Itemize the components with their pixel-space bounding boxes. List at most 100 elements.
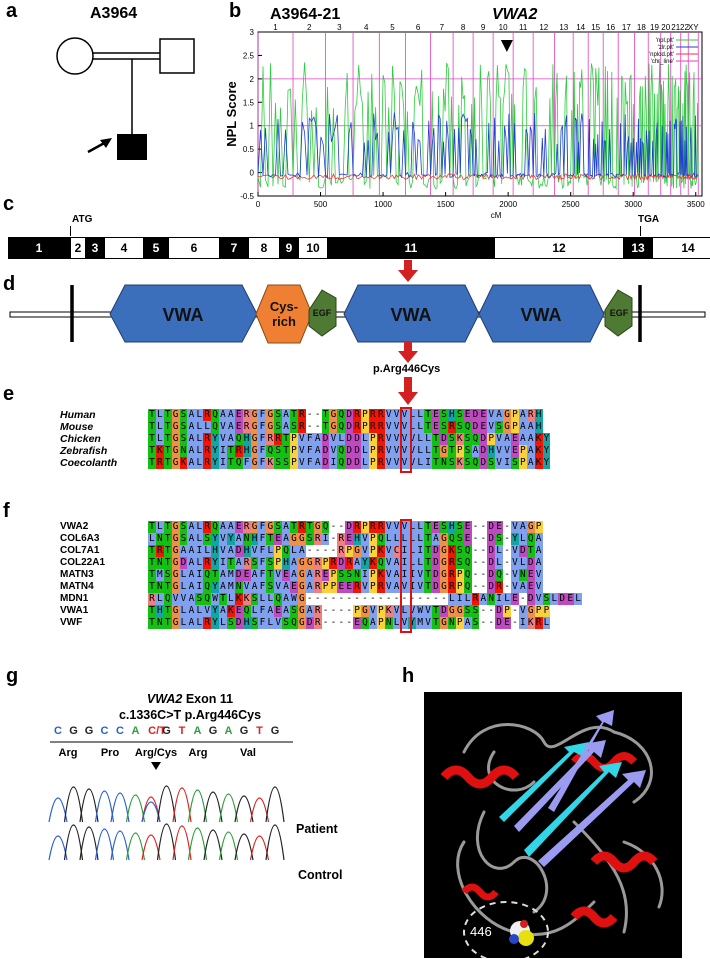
exon-14: 14 [652,237,710,259]
base-10: G [209,725,218,737]
linkage-family: A3964-21 [270,6,341,23]
sanger-mutation: c.1336C>T p.Arg446Cys [118,708,262,722]
chr-label-20: 20 [661,24,670,32]
chr-label-7: 7 [440,24,445,32]
control-trace-peak-2 [79,826,99,861]
chr-label-2: 2 [307,24,312,32]
control-trace-peak-7 [156,823,177,861]
base-3: C [101,725,109,737]
patient-trace-peak-9 [187,789,208,823]
patient-trace-peak-7 [156,785,177,823]
control-trace-peak-6 [141,834,161,861]
atg-tick [70,226,71,236]
chr-label-15: 15 [591,24,600,32]
x-axis-label: cM [491,211,502,220]
ytick-label-5: 0.5 [243,145,255,154]
vwa-domain-1-label: VWA [162,305,203,325]
strand-cyan-2 [524,762,622,857]
chr-label-XY: XY [688,24,699,32]
chr-label-18: 18 [637,24,646,32]
control-trace-peak-11 [218,831,239,861]
patient-trace-peak-4 [110,792,130,823]
patient-trace-peak-10 [203,791,223,823]
sanger-title: VWA2 Exon 11 [100,692,280,706]
control-trace [48,823,285,861]
codon-4: Val [240,747,256,759]
base-6: C/T [148,725,166,737]
protein-structure: 446 [424,692,682,958]
control-trace-peak-13 [249,835,270,861]
residue-atom-blue [509,934,519,944]
codon-3: Arg [189,747,208,759]
domain-red-arrow [398,341,418,363]
control-label: Control [298,868,343,882]
helix-1 [440,765,520,789]
panel-label-d: d [3,273,16,295]
base-11: A [225,725,233,737]
domain-diagram: VWA Cys- rich EGF VWA VWA EGF [9,284,706,344]
panel-label-a: a [6,0,18,22]
exon-5: 5 [144,237,168,259]
paralog-name-2: COL7A1 [60,545,100,556]
proband-symbol [117,134,147,160]
exon-8: 8 [248,237,280,259]
legend-label-1: 'zlr.plt' [658,45,674,51]
panel-label-c: c [3,193,15,215]
vwa-domain-2-label: VWA [390,305,431,325]
control-trace-peak-1 [63,824,84,861]
strands [499,710,646,867]
vwa-domain-3-label: VWA [520,305,561,325]
strand-cyan-1 [499,742,589,822]
paralog-name-7: VWA1 [60,605,89,616]
paralog-name-1: COL6A3 [60,533,100,544]
patient-trace-peak-14 [265,786,285,823]
mother-symbol [56,37,94,75]
chr-label-1: 1 [273,24,278,32]
chr-label-19: 19 [650,24,659,32]
paralog-name-0: VWA2 [60,521,89,532]
pedigree-title: A3964 [90,5,138,22]
mutation-label: p.Arg446Cys [373,363,441,375]
exon-2: 2 [70,237,86,259]
sanger-gene: VWA2 [146,692,183,706]
helix-4 [570,906,618,928]
patient-label: Patient [296,822,338,836]
egf-domain-2-label: EGF [610,308,629,318]
control-trace-peak-4 [110,830,130,861]
sanger-exon: Exon 11 [182,692,234,706]
y-axis-label: NPL Score [224,81,239,147]
coil-4 [512,855,549,914]
xtick-label-3: 1500 [437,200,455,209]
chr-label-5: 5 [390,24,395,32]
variant-arrowhead [151,762,161,770]
base-7: G [162,725,171,737]
patient-trace-peak-5 [125,794,146,823]
base-14: G [271,725,280,737]
linkage-gene: VWA2 [492,6,538,23]
control-trace-peak-0 [48,835,68,861]
patient-trace-peak-12 [234,795,254,823]
ytick-label-4: 1 [250,122,255,131]
chr-label-21: 21 [671,24,680,32]
paralog-name-3: COL22A1 [60,557,106,568]
paralog-name-5: MATN4 [60,581,94,592]
chr-label-9: 9 [481,24,486,32]
cys-rich-label-1: Cys- [270,299,298,314]
control-trace-peak-3 [94,828,115,861]
paralog-name-6: MDN1 [60,593,89,604]
control-trace-peak-10 [203,829,223,861]
chr-label-16: 16 [606,24,615,32]
ortholog-name-4: Coecolanth [60,457,118,469]
paralog-mutation-box [399,519,412,633]
atg-label: ATG [72,214,93,225]
